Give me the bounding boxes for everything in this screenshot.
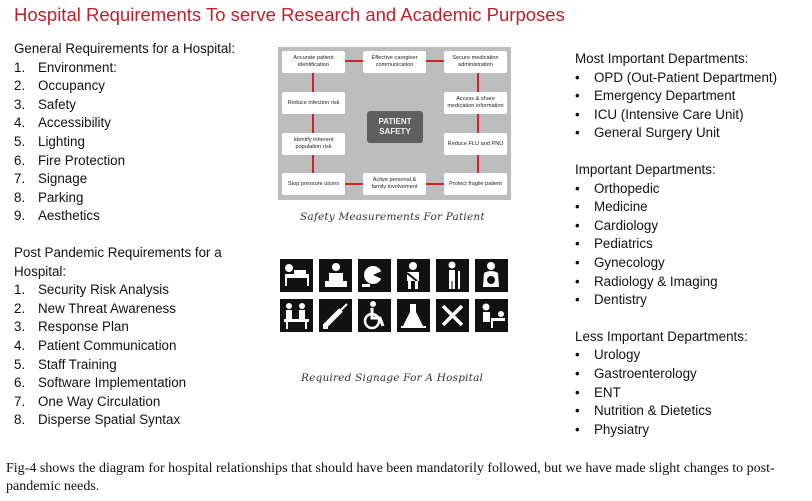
waiting-room-icon <box>280 299 313 332</box>
patient-safety-center: PATIENT SAFETY <box>367 111 423 143</box>
box-fragile-patient: Protect fragile patient <box>444 173 507 195</box>
most-important-list: •OPD (Out-Patient Department) •Emergency… <box>575 69 810 143</box>
important-heading: Important Departments: <box>575 161 716 177</box>
list-item: 5.Lighting <box>14 133 85 149</box>
post-pandemic-list: 1.Security Risk Analysis 2.New Threat Aw… <box>14 281 276 430</box>
list-item: 7.One Way Circulation <box>14 393 161 409</box>
list-item: •Gastroenterology <box>575 365 697 381</box>
list-item: •General Surgery Unit <box>575 125 720 141</box>
list-item: •Dentistry <box>575 292 647 308</box>
fracture-icon <box>397 259 430 292</box>
list-item: 4.Patient Communication <box>14 337 177 353</box>
list-item: •Pediatrics <box>575 236 653 252</box>
standing-person-icon <box>436 259 469 292</box>
wheelchair-icon <box>358 299 391 332</box>
box-flu-pnu: Reduce FLU and PNU <box>444 133 507 155</box>
list-item: •ENT <box>575 384 621 400</box>
patient-safety-diagram: Accurate patient identification Effectiv… <box>278 47 511 200</box>
less-important-list: •Urology •Gastroenterology •ENT •Nutriti… <box>575 346 810 439</box>
injection-icon <box>319 299 352 332</box>
list-item: 1.Environment: <box>14 59 117 75</box>
connector-line <box>312 60 314 184</box>
nursing-icon <box>475 299 508 332</box>
right-column: Most Important Departments: •OPD (Out-Pa… <box>575 50 810 439</box>
box-accurate-identification: Accurate patient identification <box>282 51 345 73</box>
list-item: 1.Security Risk Analysis <box>14 282 169 298</box>
connector-line <box>477 60 479 184</box>
box-family-involvement: Active personal & family involvement <box>363 173 426 195</box>
list-item: 3.Response Plan <box>14 319 129 335</box>
page-title: Hospital Requirements To serve Research … <box>14 4 565 25</box>
list-item: 8.Disperse Spatial Syntax <box>14 412 181 428</box>
list-item: 6.Fire Protection <box>14 152 126 168</box>
list-item: 7.Signage <box>14 171 88 187</box>
list-item: •Urology <box>575 347 641 363</box>
list-item: 4.Accessibility <box>14 115 111 131</box>
list-item: •ICU (Intensive Care Unit) <box>575 106 744 122</box>
list-item: •OPD (Out-Patient Department) <box>575 69 778 85</box>
list-item: 2.New Threat Awareness <box>14 300 176 316</box>
list-item: •Nutrition & Dietetics <box>575 403 712 419</box>
list-item: 9.Aesthetics <box>14 208 100 224</box>
surgery-icon <box>436 299 469 332</box>
list-item: 5.Staff Training <box>14 356 117 372</box>
diagram-caption: Safety Measurements For Patient <box>300 211 485 223</box>
less-important-heading: Less Important Departments: <box>575 328 748 344</box>
box-caregiver-communication: Effective caregiver communication <box>363 51 426 73</box>
general-heading: General Requirements for a Hospital: <box>14 41 236 56</box>
list-item: •Orthopedic <box>575 180 660 196</box>
reception-icon <box>319 259 352 292</box>
list-item: •Medicine <box>575 199 648 215</box>
box-secure-medication: Secure medication administration <box>444 51 507 73</box>
list-item: •Gynecology <box>575 254 665 270</box>
box-pressure-ulcers: Stop pressure ulcers <box>282 173 345 195</box>
signage-caption: Required Signage For A Hospital <box>301 372 484 384</box>
box-population-risk: Identify inherent population risk <box>282 133 345 155</box>
list-item: •Physiatry <box>575 421 650 437</box>
dental-icon <box>358 259 391 292</box>
list-item: •Cardiology <box>575 217 659 233</box>
important-list: •Orthopedic •Medicine •Cardiology •Pedia… <box>575 180 810 310</box>
list-item: 3.Safety <box>14 96 76 112</box>
most-important-heading: Most Important Departments: <box>575 51 749 66</box>
list-item: •Radiology & Imaging <box>575 273 718 289</box>
bed-icon <box>280 259 313 292</box>
post-pandemic-heading: Post Pandemic Requirements for a Hospita… <box>14 244 222 279</box>
box-medication-information: Access & share medication information <box>444 92 507 114</box>
figure-footnote: Fig-4 shows the diagram for hospital rel… <box>6 461 775 494</box>
list-item: 2.Occupancy <box>14 78 105 94</box>
list-item: 6.Software Implementation <box>14 375 187 391</box>
maternity-icon <box>475 259 508 292</box>
signage-grid <box>280 259 510 335</box>
laboratory-icon <box>397 299 430 332</box>
left-column: General Requirements for a Hospital: 1.E… <box>14 40 276 430</box>
general-list: 1.Environment: 2.Occupancy 3.Safety 4.Ac… <box>14 59 276 226</box>
list-item: •Emergency Department <box>575 88 736 104</box>
list-item: 8.Parking <box>14 189 84 205</box>
box-infection-risk: Reduce infection risk <box>282 92 345 114</box>
